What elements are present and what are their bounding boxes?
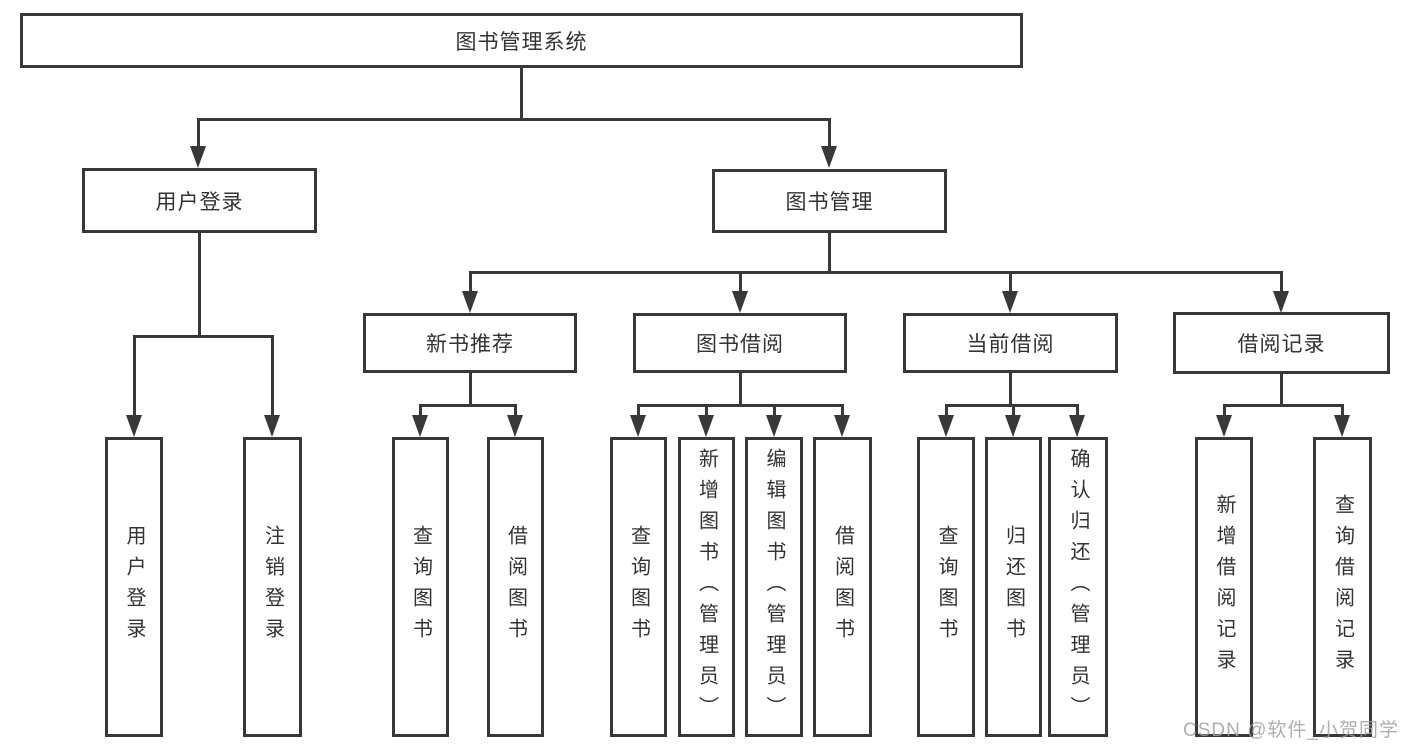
connector-line: [1341, 404, 1344, 418]
connector-line: [945, 404, 948, 418]
arrow-down-icon: [821, 146, 837, 168]
node-book-borrow: 图书借阅: [633, 313, 847, 373]
arrow-down-icon: [264, 415, 280, 437]
connector-user-login-stem: [198, 233, 201, 335]
connector-root-stem: [520, 68, 523, 118]
connector-line: [1076, 404, 1079, 418]
leaf-add-book-admin-label: 新增图书（管理员）: [695, 447, 718, 727]
arrow-down-icon: [1334, 415, 1350, 437]
leaf-logout: 注销登录: [243, 437, 302, 737]
connector-section-bar: [419, 404, 517, 407]
arrow-down-icon: [1273, 291, 1289, 313]
leaf-confirm-return-admin-label: 确认归还（管理员）: [1067, 447, 1089, 727]
arrow-down-icon: [938, 415, 954, 437]
connector-line: [133, 335, 136, 417]
leaf-add-book-admin: 新增图书（管理员）: [678, 437, 735, 737]
leaf-add-borrow-record-label: 新增借阅记录: [1213, 494, 1235, 680]
connector-section-bar: [1223, 404, 1344, 407]
arrow-down-icon: [1005, 415, 1021, 437]
connector-line: [1280, 271, 1283, 293]
arrow-down-icon: [1002, 291, 1018, 313]
arrow-down-icon: [1069, 415, 1085, 437]
node-borrow-record-label: 借阅记录: [1237, 333, 1326, 356]
node-root: 图书管理系统: [20, 13, 1023, 68]
leaf-query-book-1: 查询图书: [392, 437, 449, 737]
leaf-query-book-3-label: 查询图书: [935, 525, 957, 649]
leaf-borrow-book-2-label: 借阅图书: [831, 525, 854, 649]
arrow-down-icon: [507, 415, 523, 437]
connector-line: [1012, 404, 1015, 418]
leaf-query-book-1-label: 查询图书: [409, 525, 432, 649]
arrow-down-icon: [190, 146, 206, 168]
connector-line: [739, 271, 742, 293]
leaf-query-borrow-record-label: 查询借阅记录: [1331, 494, 1354, 680]
node-book-management-label: 图书管理: [785, 191, 874, 214]
leaf-add-borrow-record: 新增借阅记录: [1195, 437, 1253, 737]
node-book-borrow-label: 图书借阅: [696, 333, 784, 356]
connector-line: [841, 404, 844, 418]
connector-book-mgmt-stem: [828, 233, 831, 271]
arrow-down-icon: [1216, 415, 1232, 437]
connector-line: [828, 118, 831, 148]
connector-user-login-bar: [133, 335, 274, 338]
arrow-down-icon: [412, 415, 428, 437]
leaf-logout-label: 注销登录: [261, 525, 284, 649]
node-new-book-recommend-label: 新书推荐: [426, 333, 514, 356]
leaf-query-book-2: 查询图书: [610, 437, 667, 737]
leaf-borrow-book-2: 借阅图书: [813, 437, 872, 737]
connector-line: [419, 404, 422, 418]
connector-section-bar: [637, 404, 844, 407]
connector-line: [1009, 271, 1012, 293]
leaf-return-book: 归还图书: [985, 437, 1042, 737]
arrow-down-icon: [462, 291, 478, 313]
connector-section-stem: [1280, 374, 1283, 404]
connector-section-stem: [1009, 373, 1012, 404]
watermark: CSDN @软件_小贺同学: [1183, 720, 1399, 741]
arrow-down-icon: [630, 415, 646, 437]
leaf-user-login-label: 用户登录: [123, 525, 145, 649]
connector-line: [197, 118, 200, 148]
connector-line: [469, 271, 472, 293]
connector-line: [773, 404, 776, 418]
leaf-return-book-label: 归还图书: [1002, 525, 1025, 649]
connector-line: [271, 335, 274, 417]
connector-line: [1223, 404, 1226, 418]
connector-line: [637, 404, 640, 418]
connector-level2-bar: [469, 271, 1283, 274]
node-user-login: 用户登录: [82, 168, 317, 233]
connector-line: [514, 404, 517, 418]
leaf-borrow-book-1-label: 借阅图书: [504, 525, 527, 649]
node-root-label: 图书管理系统: [455, 30, 588, 54]
connector-section-stem: [739, 373, 742, 404]
node-current-borrow-label: 当前借阅: [966, 333, 1055, 356]
node-current-borrow: 当前借阅: [903, 313, 1118, 373]
node-borrow-record: 借阅记录: [1173, 312, 1390, 374]
arrow-down-icon: [834, 415, 850, 437]
arrow-down-icon: [732, 291, 748, 313]
node-user-login-label: 用户登录: [155, 190, 244, 214]
leaf-borrow-book-1: 借阅图书: [487, 437, 544, 737]
leaf-user-login: 用户登录: [105, 437, 163, 737]
node-book-management: 图书管理: [712, 169, 947, 233]
connector-section-stem: [469, 373, 472, 404]
leaf-confirm-return-admin: 确认归还（管理员）: [1048, 437, 1108, 737]
arrow-down-icon: [766, 415, 782, 437]
leaf-edit-book-admin: 编辑图书（管理员）: [745, 437, 803, 737]
arrow-down-icon: [126, 415, 142, 437]
node-new-book-recommend: 新书推荐: [363, 313, 577, 373]
connector-line: [705, 404, 708, 418]
leaf-query-book-2-label: 查询图书: [627, 525, 650, 649]
connector-level1-bar: [197, 118, 831, 121]
leaf-edit-book-admin-label: 编辑图书（管理员）: [763, 447, 785, 727]
leaf-query-book-3: 查询图书: [917, 437, 975, 737]
arrow-down-icon: [698, 415, 714, 437]
leaf-query-borrow-record: 查询借阅记录: [1313, 437, 1372, 737]
